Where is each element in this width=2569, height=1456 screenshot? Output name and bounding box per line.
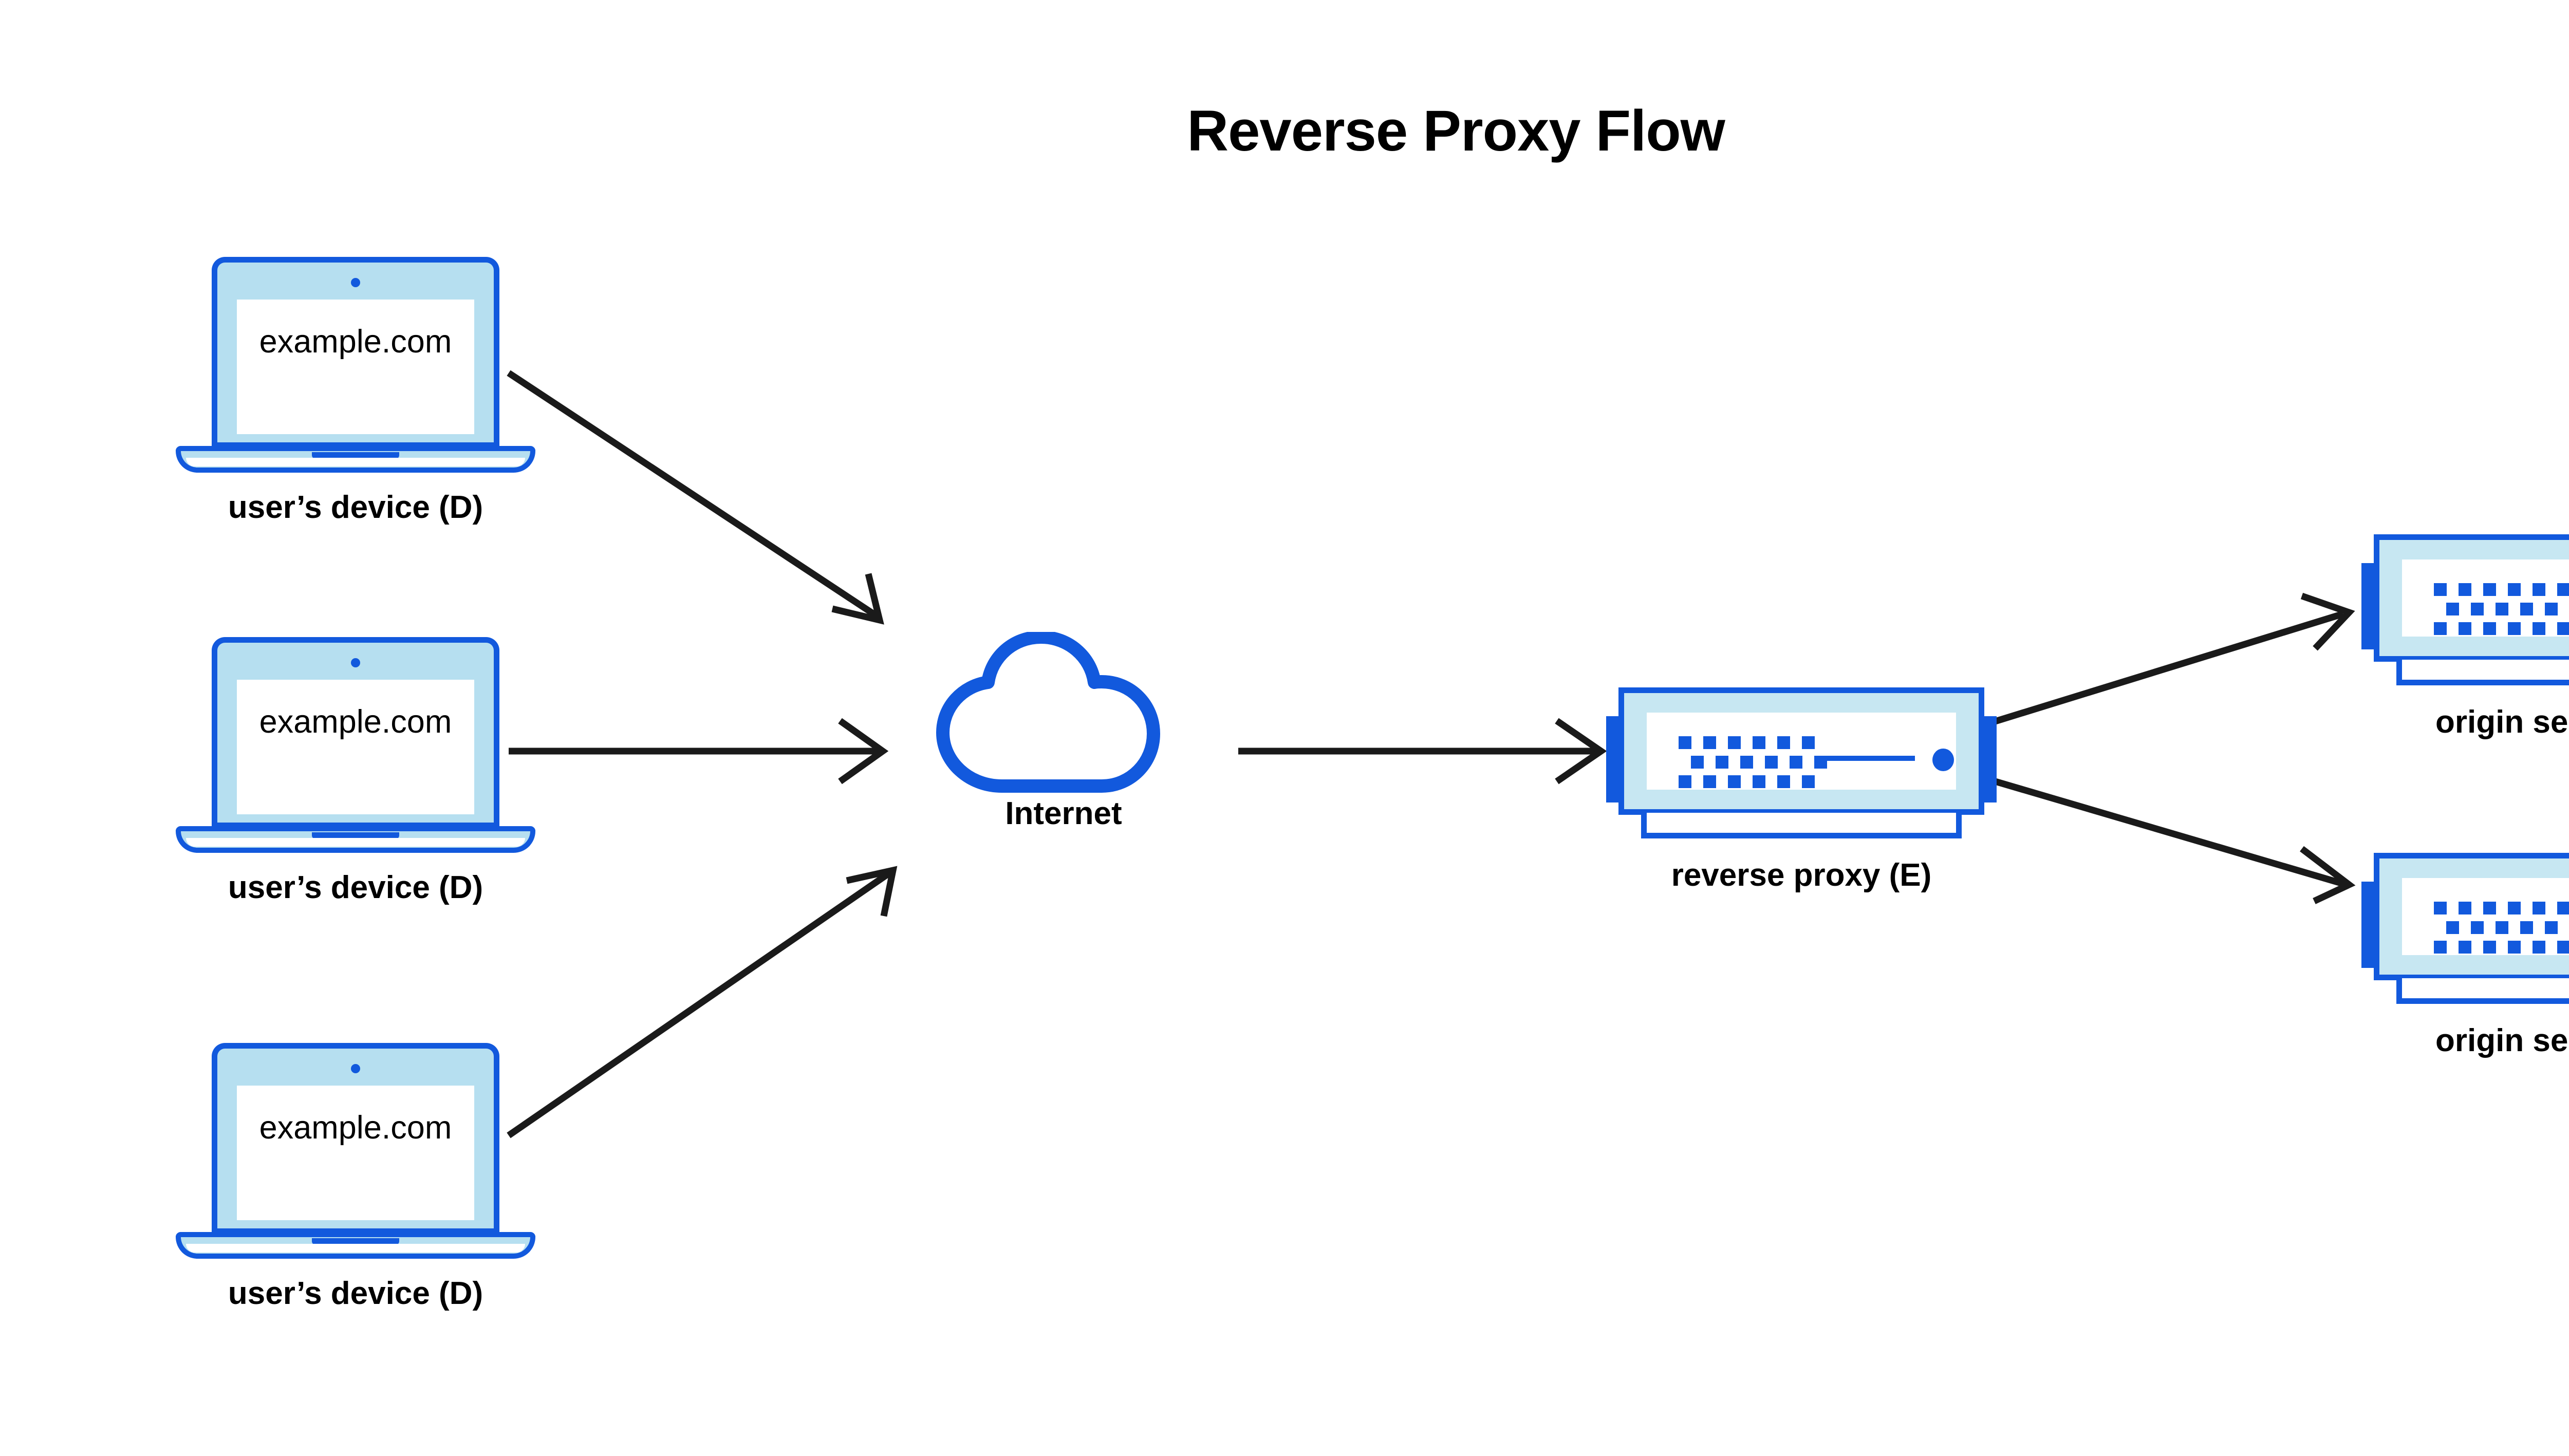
laptop-base-inner: [186, 458, 525, 466]
node-label-user-device-1: user’s device (D): [228, 490, 483, 525]
server-body: [2374, 853, 2569, 980]
laptop-notch: [312, 832, 399, 839]
arrow-device2-to-internet: [509, 718, 889, 785]
node-label-user-device-2: user’s device (D): [228, 870, 483, 905]
server-status-bar-icon: [1817, 756, 1915, 761]
laptop-lid: example.com: [212, 257, 499, 448]
laptop-base: [176, 446, 535, 473]
node-label-origin-server-2: origin server (F): [2435, 1023, 2569, 1058]
arrow-device1-to-internet: [507, 370, 884, 625]
cloud-icon: [936, 630, 1160, 793]
server-vent-grid-icon: [1679, 736, 1839, 795]
screen-domain-text: example.com: [259, 1110, 452, 1146]
server-panel: [1647, 713, 1956, 790]
laptop-base-inner: [186, 1244, 525, 1253]
server-panel: [2402, 878, 2569, 955]
server-vent-grid-icon: [2434, 583, 2569, 642]
server-vent-grid-icon: [2434, 902, 2569, 960]
camera-icon: [351, 1064, 360, 1073]
node-user-device-1[interactable]: example.com user’s device (D): [176, 257, 535, 525]
arrow-proxy-to-origin2: [1993, 777, 2356, 904]
laptop-lid: example.com: [212, 637, 499, 828]
laptop-notch: [312, 452, 399, 459]
node-internet[interactable]: Internet: [920, 630, 1207, 837]
node-label-reverse-proxy: reverse proxy (E): [1671, 857, 1932, 893]
node-label-user-device-3: user’s device (D): [228, 1276, 483, 1311]
arrow-device3-to-internet: [507, 866, 898, 1138]
server-led-icon: [1932, 749, 1954, 771]
camera-icon: [351, 278, 360, 287]
server-foot: [2396, 978, 2569, 1004]
laptop-screen: [237, 300, 474, 434]
laptop-base-inner: [186, 838, 525, 847]
server-body: [2374, 534, 2569, 662]
laptop-screen: [237, 1086, 474, 1220]
camera-icon: [351, 658, 360, 667]
page-title: Reverse Proxy Flow: [1187, 99, 1725, 163]
arrow-proxy-to-origin1: [1993, 592, 2355, 725]
laptop-lid: example.com: [212, 1043, 499, 1234]
laptop-base: [176, 1232, 535, 1259]
node-user-device-3[interactable]: example.com user’s device (D): [176, 1043, 535, 1311]
node-origin-server-1[interactable]: origin server (F): [2361, 534, 2569, 740]
laptop-screen: [237, 680, 474, 814]
laptop-base: [176, 826, 535, 853]
node-user-device-2[interactable]: example.com user’s device (D): [176, 637, 535, 905]
server-foot: [2396, 660, 2569, 685]
server-foot: [1641, 813, 1962, 838]
node-origin-server-2[interactable]: origin server (F): [2361, 853, 2569, 1058]
node-reverse-proxy[interactable]: reverse proxy (E): [1606, 687, 1997, 893]
server-body: [1618, 687, 1984, 815]
arrow-internet-to-proxy: [1238, 718, 1607, 785]
laptop-notch: [312, 1238, 399, 1245]
screen-domain-text: example.com: [259, 704, 452, 740]
node-label-origin-server-1: origin server (F): [2435, 704, 2569, 740]
screen-domain-text: example.com: [259, 324, 452, 360]
server-panel: [2402, 559, 2569, 637]
node-label-internet: Internet: [1005, 796, 1122, 831]
